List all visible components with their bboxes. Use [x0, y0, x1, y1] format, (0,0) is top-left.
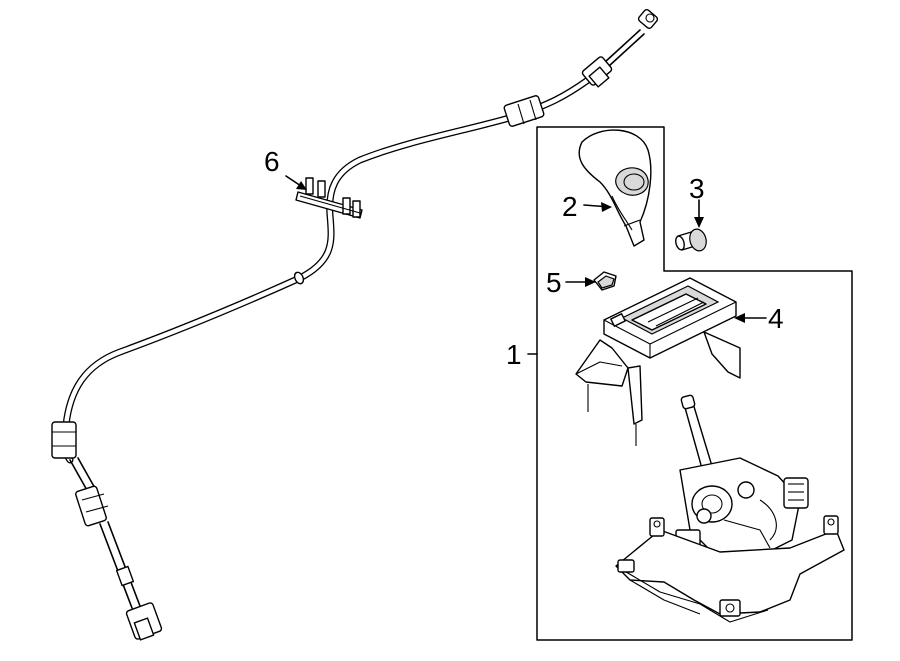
callout-3: 3 [689, 173, 705, 204]
callout-5: 5 [546, 267, 562, 298]
leader-lines [285, 175, 767, 355]
shift-knob [578, 129, 652, 247]
shift-cable [51, 9, 659, 641]
callout-2: 2 [562, 191, 578, 222]
callout-1: 1 [506, 339, 522, 370]
shifter-base [615, 394, 845, 623]
callout-6: 6 [264, 146, 280, 177]
assembly-box [536, 126, 853, 641]
small-cap [593, 271, 617, 291]
shifter-bezel [575, 277, 741, 446]
callout-4: 4 [768, 303, 784, 334]
cable-bracket [295, 177, 363, 219]
release-button [675, 228, 707, 252]
